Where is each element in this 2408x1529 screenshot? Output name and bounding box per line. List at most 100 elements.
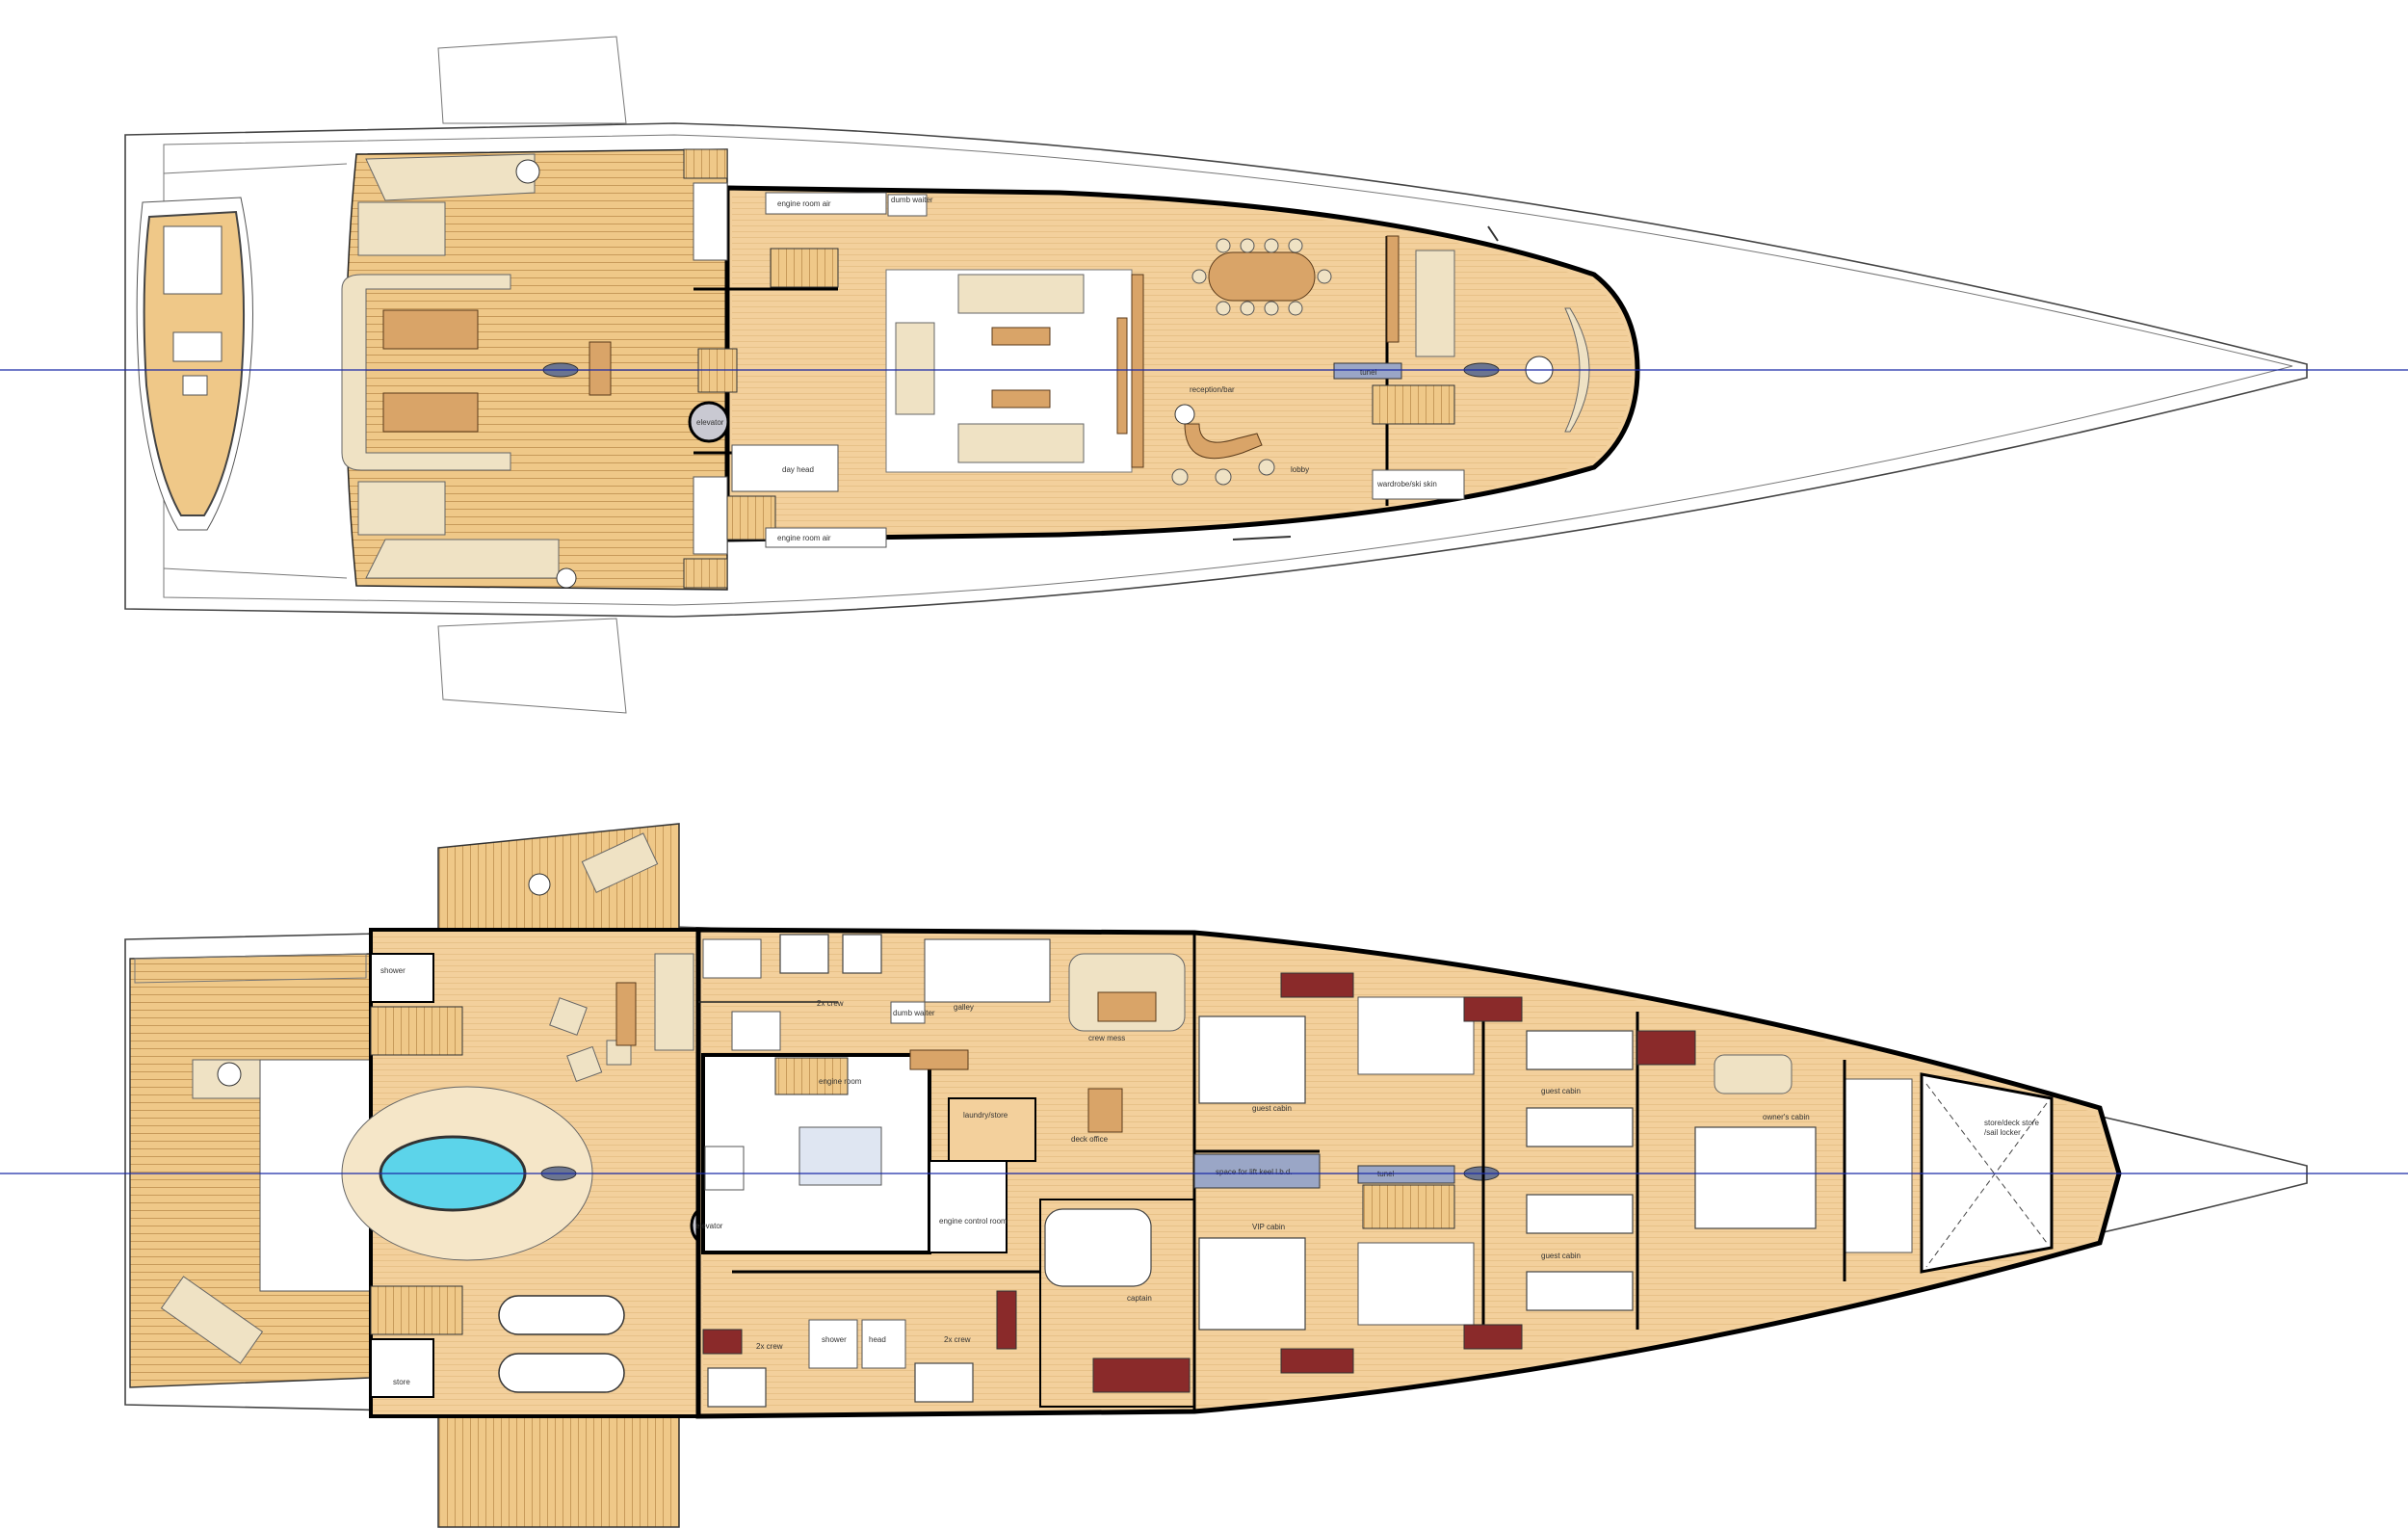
salon-table-2 [991,389,1051,409]
lower-fwd-stair [1362,1184,1455,1229]
label-shower-crew: shower [822,1335,847,1344]
label-head-crew: head [869,1335,886,1344]
label-galley: galley [954,1003,974,1012]
crew-wardrobe-bottom-2 [996,1290,1017,1350]
upper-davit-bottom [437,618,627,714]
lower-deck: shower store elevator 2x crew dumb waite… [124,823,2308,1528]
label-store-deck-store: store/deck store [1984,1119,2039,1127]
balcony-person [528,873,551,896]
tunel-lower [1357,1165,1455,1184]
galley-counter [909,1049,969,1070]
captain-wardrobe [1092,1358,1191,1393]
sunbed-1 [382,309,479,350]
engine-room-stair [704,1146,745,1191]
upper-stern-line-2 [163,567,348,579]
crew-shower-bottom [808,1319,858,1369]
label-shower-aft: shower [380,966,406,975]
upper-person-2 [556,567,577,589]
owners-sofa [1714,1054,1793,1094]
aft-sofa-bottom [365,539,560,579]
upper-bow-cap [1232,536,1292,540]
swim-person [217,1062,242,1087]
crew-head-top [702,938,762,979]
label-elevator-lower: elevator [695,1222,723,1230]
label-elevator-upper: elevator [696,418,724,427]
bar-person [1174,404,1195,425]
label-lobby: lobby [1291,465,1309,474]
bar-stool-2 [1215,468,1232,486]
label-crew-2x-top: 2x crew [817,999,844,1008]
dining-table [1208,251,1316,302]
crew-wardrobe-bottom-1 [702,1329,743,1355]
upper-aft-stair-bottom [683,558,728,589]
salon-table-1 [991,327,1051,346]
label-guest-cabin-stbd-fwd: guest cabin [1541,1252,1581,1260]
beach-stair-top [370,1006,463,1056]
label-crew-2x-bottom-right: 2x crew [944,1335,971,1344]
label-reception-bar: reception/bar [1190,385,1235,394]
guest-bed-port-aft [1198,1015,1306,1104]
label-engine-room-air-top: engine room air [777,199,831,208]
guest-head-2 [1357,1242,1475,1326]
beach-chair-1 [549,997,588,1036]
label-wardrobe-ski: wardrobe/ski skin [1376,480,1437,488]
dining-chairs [1191,238,1332,316]
label-space-for-tool: space for lift keel l.b.d. [1216,1168,1293,1176]
label-engine-room-air-bottom: engine room air [777,534,831,542]
upper-elevator [688,401,730,443]
upper-dumb-waiter [887,194,928,217]
upper-day-head-room [731,444,839,492]
bar-stool-3 [1258,459,1275,476]
upper-aft-stair-top [683,148,728,179]
crew-bed-top-2 [842,934,882,974]
wardrobe-ski [1372,469,1465,500]
engine [798,1126,882,1186]
label-tunel-upper: tunel [1360,368,1377,377]
label-engine-room: engine room [819,1077,862,1086]
label-owners-cabin: owner's cabin [1763,1113,1810,1121]
upper-davit-top [437,36,627,124]
beach-sofa [654,953,694,1051]
upper-deck: engine room air dumb waiter elevator day… [124,36,2308,714]
guest-bed-fwd-bottom-1 [1526,1194,1634,1234]
tender-boat [136,197,253,531]
crew-head-bottom [861,1319,906,1369]
fwd-stair-upper [1372,384,1455,425]
label-captain: captain [1127,1294,1152,1303]
crew-bed-top-1 [779,934,829,974]
upper-stern-line-1 [163,163,348,174]
label-crew-2x-bottom-left: 2x crew [756,1342,783,1351]
space-for-tool [1193,1153,1321,1189]
balcony-chaise-1 [581,832,659,893]
dumb-waiter-lower [890,1001,926,1024]
galley [924,938,1051,1003]
label-crew-mess: crew mess [1088,1034,1125,1042]
label-sail-locker: /sail locker [1984,1128,2021,1137]
label-vip-cabin: VIP cabin [1252,1223,1285,1231]
guest-wardrobe-2 [1280,1348,1354,1374]
label-guest-cabin-port-aft: guest cabin [1252,1104,1292,1113]
upper-engine-air-bottom [765,527,887,548]
guest-bed-fwd-top-2 [1526,1107,1634,1147]
salon-console [1131,274,1144,468]
jet-ski-2 [498,1353,625,1393]
label-guest-cabin-port-fwd: guest cabin [1541,1087,1581,1095]
salon-sofa-top [957,274,1085,314]
crew-head-top-2 [731,1011,781,1051]
swim-platform-rail [134,953,367,984]
label-day-head: day head [782,465,814,474]
salon-sofa-side [895,322,935,415]
crew-mess-table [1097,991,1157,1022]
owners-head [1844,1078,1913,1253]
beach-chair-2 [566,1045,603,1082]
upper-person [515,159,540,184]
guest-bed-fwd-bottom-2 [1526,1271,1634,1311]
crew-stair-top [774,1057,849,1095]
beach-shower-room [370,953,434,1003]
crew-bed-bottom-1 [707,1367,767,1408]
aft-sofa-top [365,153,536,201]
reception-bar-counter [1184,423,1263,460]
engine-control-room [929,1160,1008,1253]
fwd-sofa-upper [1415,250,1455,357]
helm-console [1564,307,1590,433]
